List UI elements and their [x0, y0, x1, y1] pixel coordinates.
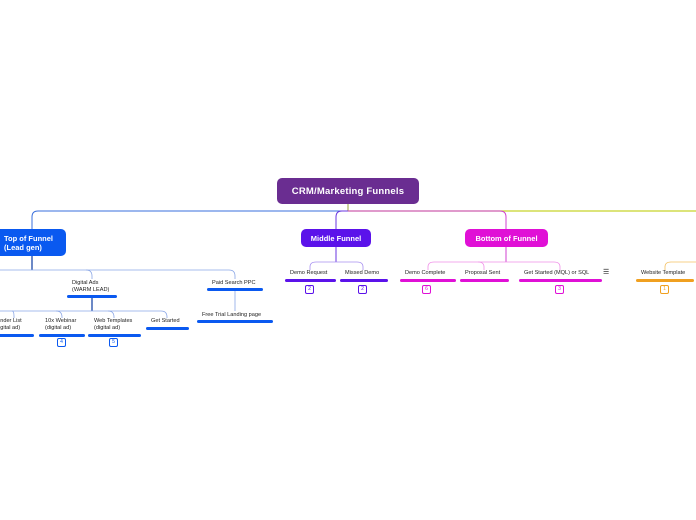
free-trial-label[interactable]: Free Trial Landing page [202, 312, 262, 318]
lender-list-underline [0, 334, 34, 337]
demo-complete-count-badge[interactable]: 6 [422, 285, 431, 294]
web-templates-underline [88, 334, 141, 337]
paid-search-label[interactable]: Paid Search PPC [212, 280, 256, 286]
web-templates-label[interactable]: Web Templates (digital ad) [94, 318, 133, 331]
digital-ads-label[interactable]: Digital Ads (WARM LEAD) [72, 280, 110, 293]
middle-funnel-node[interactable]: Middle Funnel [301, 229, 371, 247]
web-templates-count-badge[interactable]: 5 [109, 338, 118, 347]
notes-icon[interactable]: ☰ [603, 269, 610, 276]
webinar-label[interactable]: 10x Webinar (digital ad) [45, 318, 77, 331]
get-started-mql-underline [519, 279, 602, 282]
lender-list-label[interactable]: Lender List (digital ad) [0, 318, 22, 331]
get-started-underline [146, 327, 189, 330]
get-started-mql-label[interactable]: Get Started (MQL) or SQL [524, 270, 590, 276]
digital-ads-underline [67, 295, 117, 298]
bottom-funnel-node[interactable]: Bottom of Funnel [465, 229, 548, 247]
top-of-funnel-node[interactable]: Top of Funnel (Lead gen) [0, 229, 66, 256]
webinar-underline [39, 334, 85, 337]
website-template-underline [636, 279, 694, 282]
paid-search-underline [207, 288, 263, 291]
get-started-label[interactable]: Get Started [151, 318, 180, 324]
root-node[interactable]: CRM/Marketing Funnels [277, 178, 419, 204]
demo-request-underline [285, 279, 336, 282]
missed-demo-underline [340, 279, 388, 282]
free-trial-underline [197, 320, 273, 323]
demo-request-label[interactable]: Demo Request [290, 270, 328, 276]
missed-demo-label[interactable]: Missed Demo [345, 270, 380, 276]
missed-demo-count-badge[interactable]: 2 [358, 285, 367, 294]
demo-complete-underline [400, 279, 456, 282]
get-started-mql-count-badge[interactable]: 3 [555, 285, 564, 294]
proposal-sent-label[interactable]: Proposal Sent [465, 270, 501, 276]
demo-complete-label[interactable]: Demo Complete [405, 270, 446, 276]
website-template-count-badge[interactable]: 1 [660, 285, 669, 294]
demo-request-count-badge[interactable]: 2 [305, 285, 314, 294]
webinar-count-badge[interactable]: 4 [57, 338, 66, 347]
website-template-label[interactable]: Website Template [641, 270, 686, 276]
proposal-sent-underline [460, 279, 509, 282]
